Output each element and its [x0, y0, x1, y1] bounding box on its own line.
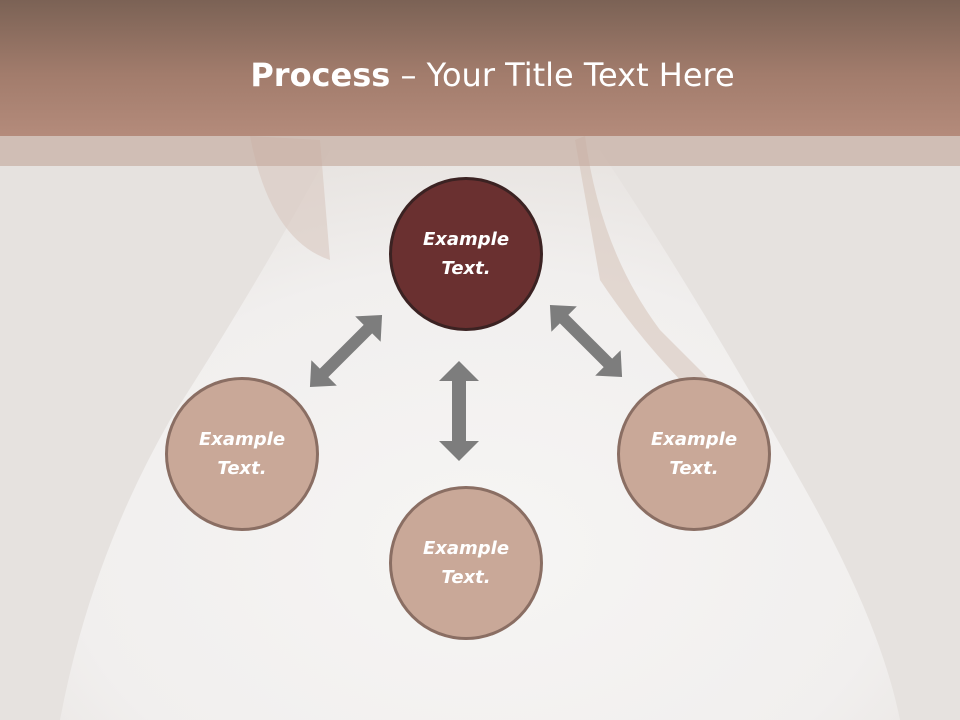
double-arrow-right	[549, 304, 623, 378]
slide-title-bold: Process	[250, 56, 391, 94]
process-node-bottom-label: Example Text.	[422, 538, 510, 588]
process-node-center: Example Text.	[389, 177, 543, 331]
double-arrow-left	[309, 314, 383, 388]
process-node-bottom: Example Text.	[389, 486, 543, 640]
process-node-center-label: Example Text.	[422, 229, 510, 279]
title-bar-strip	[0, 136, 960, 166]
double-arrow-vertical	[439, 361, 479, 461]
process-node-right: Example Text.	[617, 377, 771, 531]
title-bar	[0, 0, 960, 136]
process-node-right-label: Example Text.	[650, 429, 738, 479]
process-node-left: Example Text.	[165, 377, 319, 531]
process-node-left-label: Example Text.	[198, 429, 286, 479]
slide-title: Process – Your Title Text Here	[0, 56, 960, 94]
slide-title-rest: – Your Title Text Here	[390, 56, 735, 94]
